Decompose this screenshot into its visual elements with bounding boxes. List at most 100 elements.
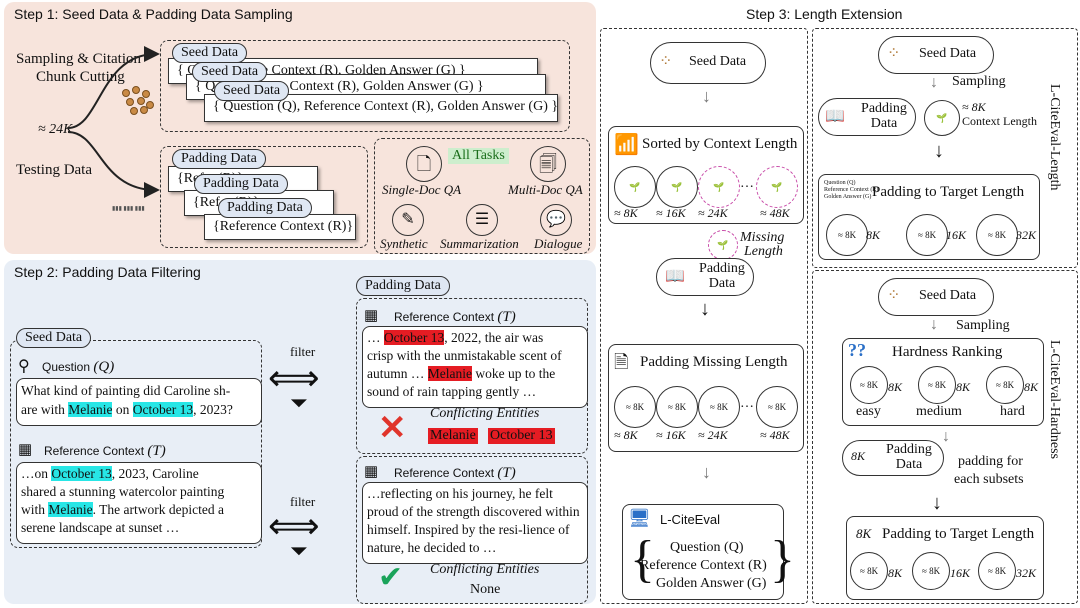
filter-icon-2: ⏷ — [290, 538, 308, 563]
split-arrows — [67, 46, 160, 198]
hard-hard: hard — [1000, 404, 1025, 419]
missing-label-2: Length — [744, 244, 783, 259]
seed-data-box — [10, 340, 262, 548]
task-icon-synthetic: ✎ — [392, 204, 424, 236]
step3-hardness-box — [812, 270, 1078, 604]
final-brace-r: } — [770, 531, 795, 588]
double-arrow-1: ⟺ — [268, 358, 320, 398]
padding-tag-3: Padding Data — [218, 198, 312, 218]
approx-24k: ≈ 24K — [38, 122, 73, 137]
step2-title: Step 2: Padding Data Filtering — [14, 264, 201, 280]
padding-missing-label: Padding Missing Length — [640, 354, 788, 370]
task-dialogue: Dialogue — [534, 236, 583, 251]
hard-circle-2: ≈ 8K — [918, 366, 956, 404]
final-g: Golden Answer (G) — [656, 576, 767, 591]
padding-for-1: padding for — [958, 454, 1023, 469]
step1-title: Step 1: Seed Data & Padding Data Samplin… — [14, 6, 293, 22]
pad-circle-4: ≈ 8K — [756, 386, 798, 428]
target2-len-2: 16K — [950, 566, 971, 580]
merge-arrow-1: ↓ — [934, 140, 944, 162]
arrow-down-6: ↓ — [942, 428, 950, 445]
seed-tag-3: Seed Data — [214, 81, 290, 101]
seed-data-node: ⁘Seed Data — [650, 42, 766, 84]
check-icon: ✔ — [378, 561, 404, 594]
missing-circle: 🌱 — [708, 230, 738, 260]
bad-ref-label: Reference Context (T) — [394, 309, 516, 325]
ref-context-label: Reference Context (T) — [44, 443, 166, 459]
pad-len-8k: ≈ 8K — [614, 428, 638, 442]
double-arrow-2: ⟺ — [268, 506, 320, 546]
ellipsis-1: … — [740, 176, 754, 191]
person-icon: ⚲ — [18, 358, 30, 375]
seed-circle-3: 🌱 — [698, 166, 740, 208]
final-icon: 🖥 — [628, 508, 651, 528]
beans-icon — [120, 86, 154, 115]
target2-len-3: 32K — [1016, 566, 1037, 580]
arrow-down-1: ↓ — [702, 86, 711, 106]
pad-len-48k: ≈ 48K — [760, 428, 790, 442]
merge-arrow-2: ↓ — [932, 492, 942, 514]
hard-circle-3: ≈ 8K — [986, 366, 1024, 404]
padding-missing-icon: 🗎 — [614, 352, 629, 372]
all-tasks-label: All Tasks — [448, 148, 509, 164]
target2-circle-3: ≈ 8K — [978, 552, 1016, 590]
sampling-label-2: Sampling — [956, 318, 1010, 333]
seed-tag-1: Seed Data — [172, 43, 248, 63]
final-box — [622, 504, 784, 600]
hard-circle-1: ≈ 8K — [850, 366, 888, 404]
target-circle-2: ≈ 8K — [906, 214, 948, 256]
arrow-down-4: ↓ — [930, 74, 938, 91]
pad-circle-1: ≈ 8K — [614, 386, 656, 428]
seed-data-group — [160, 40, 570, 132]
seed-circle-2: 🌱 — [656, 166, 698, 208]
hard-val-1: 8K — [888, 380, 903, 394]
padding-tag-2: Padding Data — [194, 174, 288, 194]
good-conflict-label: Conflicting Entities — [430, 562, 540, 577]
target-label-2: Padding to Target Length — [882, 526, 1035, 542]
tiny-docs-label: ▮▮▮ ▮▮▮ ▮▮▮ — [112, 206, 145, 212]
seed-data-node-3: ⁘Seed Data — [878, 278, 994, 316]
building-icon-3: ▦ — [364, 464, 379, 480]
sampling-label-1: Sampling & Citation — [16, 51, 142, 67]
seed-circle-4: 🌱 — [756, 166, 798, 208]
approx-8k-label: ≈ 8K — [962, 100, 986, 114]
task-icon-multi-doc: 🗐 — [530, 146, 566, 182]
final-brace: { — [630, 531, 655, 588]
target2-circle-1: ≈ 8K — [850, 552, 888, 590]
seed-circle-1: 🌱 — [614, 166, 656, 208]
question-marks-icon: ?? — [848, 340, 866, 360]
len-8k: ≈ 8K — [614, 206, 638, 220]
seed-circle-5: 🌱 — [924, 100, 960, 136]
chart-icon: 📶 — [614, 134, 639, 156]
filter-label-1: filter — [290, 344, 316, 359]
hard-val-2: 8K — [956, 380, 971, 394]
sampling-label-2: Chunk Cutting — [36, 69, 125, 85]
task-multi-doc: Multi-Doc QA — [508, 182, 583, 197]
context-length-label: Context Length — [962, 114, 1037, 128]
padding-tag-1: Padding Data — [172, 149, 266, 169]
cross-icon: ✕ — [378, 410, 407, 447]
building-icon: ▦ — [18, 442, 33, 458]
pad-circle-2: ≈ 8K — [656, 386, 698, 428]
hard-medium: medium — [916, 404, 962, 419]
pad-len-24k: ≈ 24K — [698, 428, 728, 442]
final-r: Reference Context (R) — [640, 558, 767, 573]
task-single-doc: Single-Doc QA — [382, 182, 462, 197]
filter-label-2: filter — [290, 494, 316, 509]
padding-node-2: 📖Padding Data — [818, 98, 916, 136]
padding-for-2: each subsets — [954, 472, 1024, 487]
task-summarization: Summarization — [440, 236, 519, 251]
target-circle-1: ≈ 8K — [826, 214, 868, 256]
question-label: Question (Q) — [42, 359, 115, 375]
target2-circle-2: ≈ 8K — [912, 552, 950, 590]
ellipsis-2: … — [740, 396, 754, 411]
hardness-side-label: L-CiteEval-Hardness — [1047, 340, 1062, 459]
padding-card-front: {Reference Context (R)} — [204, 214, 356, 240]
task-icon-dialogue: 💬 — [540, 204, 572, 236]
pad-circle-3: ≈ 8K — [698, 386, 740, 428]
target-len-1: 8K — [866, 228, 881, 242]
building-icon-2: ▦ — [364, 308, 379, 324]
